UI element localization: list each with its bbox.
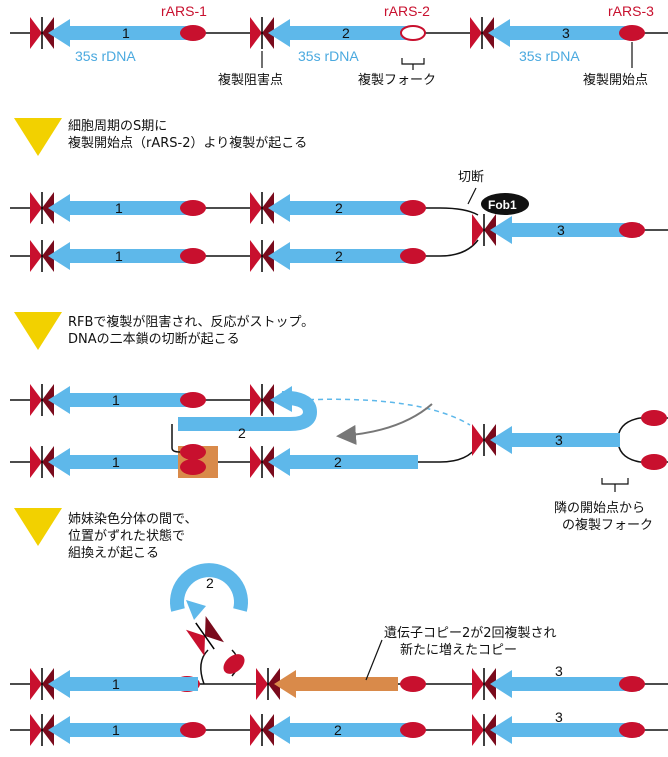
gene-number-2-row4-bottom: 2 bbox=[334, 722, 342, 738]
step2-marker-icon bbox=[14, 312, 62, 350]
rars2-label: rARS-2 bbox=[384, 3, 430, 19]
step2-line2: DNAの二本鎖の切断が起こる bbox=[68, 331, 240, 347]
gene-number-1-top: 1 bbox=[115, 200, 123, 216]
gene-number-1: 1 bbox=[122, 25, 130, 41]
new-copy-gene bbox=[274, 670, 398, 698]
step3-line1: 姉妹染色分体の間で、 bbox=[68, 511, 197, 527]
rdna-label-1: 35s rDNA bbox=[75, 48, 136, 64]
gene-number-1-bottom: 1 bbox=[115, 248, 123, 264]
rars1-label: rARS-1 bbox=[161, 3, 207, 19]
row-recombination bbox=[10, 563, 668, 747]
gene-number-2-broken: 2 bbox=[238, 425, 246, 441]
rars3-label: rARS-3 bbox=[608, 3, 654, 19]
gene-number-2-loop: 2 bbox=[206, 575, 214, 591]
gene-number-1-row4-top: 1 bbox=[112, 676, 120, 692]
neighbor-fork-line1: 隣の開始点から bbox=[554, 500, 645, 516]
step1-marker-icon bbox=[14, 118, 62, 156]
gene-number-1-row3-top: 1 bbox=[112, 392, 120, 408]
copy-label-line2: 新たに増えたコピー bbox=[400, 642, 517, 658]
step2-line1: RFBで複製が阻害され、反応がストップ。 bbox=[68, 314, 314, 330]
neighbor-fork-line2: の複製フォーク bbox=[562, 517, 653, 533]
gene-number-3: 3 bbox=[562, 25, 570, 41]
gene-number-3-row4-bottom: 3 bbox=[555, 709, 563, 725]
gene-number-1-row3-bottom: 1 bbox=[112, 454, 120, 470]
gene-number-3-right: 3 bbox=[557, 222, 565, 238]
step1-line1: 細胞周期のS期に bbox=[68, 119, 167, 134]
step3-line2: 位置がずれた状態で bbox=[68, 528, 185, 544]
block-point-label: 複製阻害点 bbox=[218, 72, 283, 88]
gene-number-3-row4-top: 3 bbox=[555, 663, 563, 679]
rdna-label-3: 35s rDNA bbox=[519, 48, 580, 64]
gene-number-2-top: 2 bbox=[335, 200, 343, 216]
copy-label-line1: 遺伝子コピー2が2回複製され bbox=[384, 625, 557, 641]
origin-label: 複製開始点 bbox=[583, 72, 648, 88]
gene-number-3-row3: 3 bbox=[555, 432, 563, 448]
row-break bbox=[10, 383, 668, 492]
gene-number-1-row4-bottom: 1 bbox=[112, 722, 120, 738]
fob1-protein bbox=[481, 193, 529, 215]
row-initial bbox=[10, 16, 668, 50]
gene-number-2-bottom: 2 bbox=[335, 248, 343, 264]
fob1-label: Fob1 bbox=[488, 198, 517, 212]
step3-marker-icon bbox=[14, 508, 62, 546]
cut-label: 切断 bbox=[458, 170, 484, 185]
gene-number-2-row3-bottom: 2 bbox=[334, 454, 342, 470]
gene-number-2: 2 bbox=[342, 25, 350, 41]
step3-line3: 組換えが起こる bbox=[68, 546, 159, 561]
fork-label: 複製フォーク bbox=[358, 72, 436, 88]
rdna-label-2: 35s rDNA bbox=[298, 48, 359, 64]
row-replication bbox=[10, 191, 668, 273]
step1-line2: 複製開始点（rARS-2）より複製が起こる bbox=[68, 135, 307, 151]
